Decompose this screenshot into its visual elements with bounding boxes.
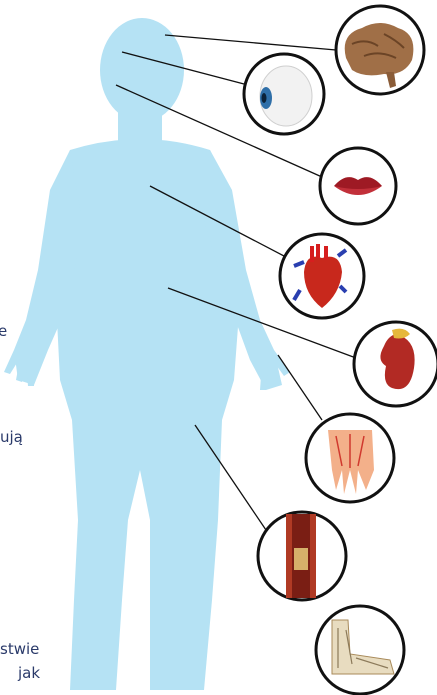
hand-icon (306, 414, 394, 502)
text-fragment-1: e (0, 322, 7, 340)
text-fragment-2: ują (0, 428, 23, 446)
foot-icon (316, 606, 404, 694)
kidney-icon (354, 322, 437, 406)
lips-icon (320, 148, 396, 224)
text-fragment-4: jak (18, 664, 40, 682)
heart-icon (280, 234, 364, 318)
text-fragment-3: stwie (0, 640, 39, 658)
eye-icon (244, 54, 324, 134)
human-silhouette (4, 18, 290, 690)
blood-vessel-icon (258, 512, 346, 600)
brain-icon (336, 6, 424, 94)
leader-line-brain (165, 35, 336, 50)
leader-line-hand (278, 355, 322, 420)
